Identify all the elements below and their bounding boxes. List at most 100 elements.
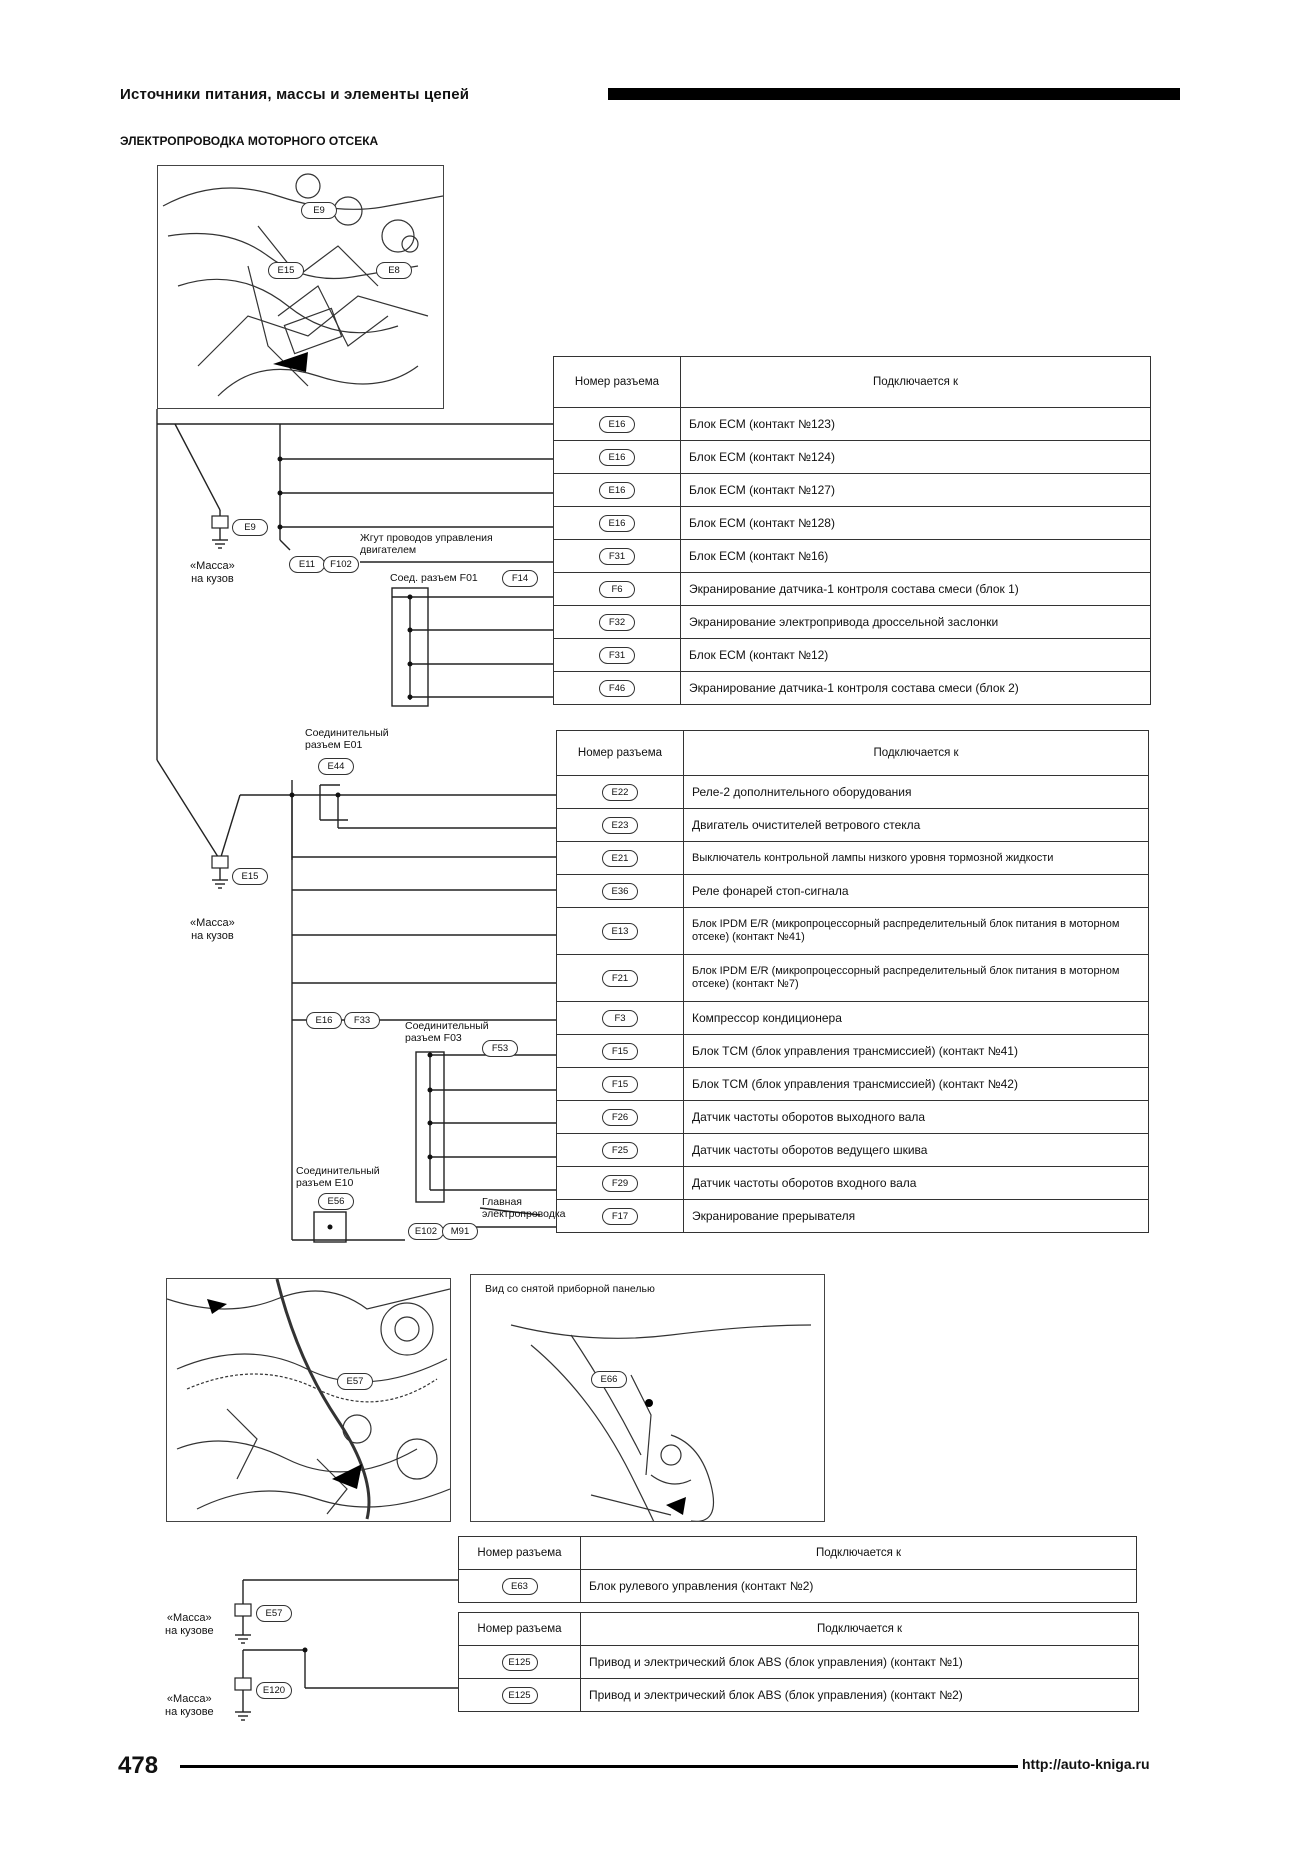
table1-header-conn: Подключается к — [680, 356, 1151, 408]
footer-url[interactable]: http://auto-kniga.ru — [1022, 1756, 1150, 1772]
table4-header-conn: Подключается к — [580, 1612, 1139, 1646]
page-number: 478 — [118, 1752, 159, 1779]
header-bar — [608, 88, 1180, 100]
table-cell: Экранирование прерывателя — [683, 1199, 1149, 1233]
table-cell: Привод и электрический блок ABS (блок уп… — [580, 1678, 1139, 1712]
table2-header-num: Номер разъема — [556, 730, 684, 776]
connector-badge: E16 — [599, 514, 635, 532]
mass-label-line1: «Масса» — [190, 917, 235, 929]
table-cell: Двигатель очистителей ветрового стекла — [683, 808, 1149, 842]
mass-label-line1: «Масса» — [190, 560, 235, 572]
table-cell: Привод и электрический блок ABS (блок уп… — [580, 1645, 1139, 1679]
table-cell: Компрессор кондиционера — [683, 1001, 1149, 1035]
connector-badge: F17 — [602, 1207, 638, 1225]
table-cell: Блок ECM (контакт №124) — [680, 440, 1151, 474]
conn-f01-badge: F14 — [502, 570, 538, 587]
connector-badge: F3 — [602, 1009, 638, 1027]
dashboard-photo-title: Вид со снятой приборной панелью — [485, 1283, 655, 1295]
dashboard-sketch — [510, 1324, 812, 1532]
table-cell: Реле фонарей стоп-сигнала — [683, 874, 1149, 908]
main-harness-label: Главная электропроводка — [482, 1196, 566, 1220]
connector-badge: E16 — [599, 448, 635, 466]
table-cell: Блок ECM (контакт №12) — [680, 638, 1151, 672]
table1-header-num: Номер разъема — [553, 356, 681, 408]
ground-badge-e120: E120 — [256, 1682, 292, 1699]
table-row: E36 Реле фонарей стоп-сигнала — [556, 874, 1149, 908]
mass-label-e57: «Масса» на кузове — [165, 1612, 214, 1638]
connector-badge: E16 — [599, 415, 635, 433]
footer-line — [180, 1765, 1018, 1768]
photo-badge-e9: E9 — [301, 202, 337, 219]
table-cell: Выключатель контрольной лампы низкого ур… — [683, 841, 1149, 875]
conn-e10-badge: E56 — [318, 1193, 354, 1210]
table-cell: Блок ECM (контакт №127) — [680, 473, 1151, 507]
table-cell: Реле-2 дополнительного оборудования — [683, 775, 1149, 809]
table-cell: Экранирование датчика-1 контроля состава… — [680, 572, 1151, 606]
mass-label-line1: «Масса» — [166, 1693, 212, 1705]
pair-badge-right: F102 — [323, 556, 359, 573]
mass-label-line2: на кузов — [191, 573, 234, 585]
pair2-badge-right: F33 — [344, 1012, 380, 1029]
table-row: F31 Блок ECM (контакт №16) — [553, 539, 1151, 573]
connector-badge: F15 — [602, 1075, 638, 1093]
table-cell: Блок ECM (контакт №16) — [680, 539, 1151, 573]
table4-header-num: Номер разъема — [458, 1612, 581, 1646]
connector-badge: E63 — [501, 1577, 538, 1595]
engine-bay-sketch-2 — [166, 1278, 451, 1520]
mass-label-mid: «Масса» на кузов — [190, 917, 235, 943]
connector-badge: F31 — [599, 646, 635, 664]
photo-badge-e8: E8 — [376, 262, 412, 279]
pair2-badge-left: E16 — [306, 1012, 342, 1029]
section-title: ЭЛЕКТРОПРОВОДКА МОТОРНОГО ОТСЕКА — [120, 134, 379, 148]
page-header-title: Источники питания, массы и элементы цепе… — [120, 86, 470, 103]
table-row: F3 Компрессор кондиционера — [556, 1001, 1149, 1035]
table-row: F31 Блок ECM (контакт №12) — [553, 638, 1151, 672]
connector-badge: F31 — [599, 547, 635, 565]
conn-e01-label: Соединительный разъем E01 — [305, 727, 389, 751]
photo-badge-e15: E15 — [268, 262, 304, 279]
table-cell: Датчик частоты оборотов ведущего шкива — [683, 1133, 1149, 1167]
conn-f03-badge: F53 — [482, 1040, 518, 1057]
connector-badge: F25 — [602, 1141, 638, 1159]
ground-badge-e9: E9 — [232, 519, 268, 536]
table3-header-num: Номер разъема — [458, 1536, 581, 1570]
table-row: F25 Датчик частоты оборотов ведущего шкив… — [556, 1133, 1149, 1167]
ground-badge-e15: E15 — [232, 868, 268, 885]
conn-f03-label: Соединительный разъем F03 — [405, 1020, 489, 1044]
connector-badge: E36 — [602, 882, 638, 900]
table-row: E16 Блок ECM (контакт №128) — [553, 506, 1151, 540]
table2-header-conn: Подключается к — [683, 730, 1149, 776]
pair3-badge-left: E102 — [408, 1223, 444, 1240]
conn-e01-badge: E44 — [318, 758, 354, 775]
table-cell: Блок IPDM E/R (микропроцессорный распред… — [683, 954, 1149, 1002]
conn-e10-label: Соединительный разъем E10 — [296, 1165, 380, 1189]
table-cell: Блок TCM (блок управления трансмиссией) … — [683, 1034, 1149, 1068]
connector-badge: F21 — [602, 969, 638, 987]
mass-label-line2: на кузове — [165, 1706, 214, 1718]
connector-badge: F6 — [599, 580, 635, 598]
engine-bay-photo-bottom-left: E57 — [166, 1278, 451, 1522]
mass-label-line1: «Масса» — [166, 1612, 212, 1624]
table-cell: Блок ECM (контакт №128) — [680, 506, 1151, 540]
mass-label-line2: на кузове — [165, 1625, 214, 1637]
table-cell: Датчик частоты оборотов выходного вала — [683, 1100, 1149, 1134]
mass-label-top: «Масса» на кузов — [190, 560, 235, 586]
harness-label: Жгут проводов управления двигателем — [360, 532, 493, 556]
connector-badge: F29 — [602, 1174, 638, 1192]
table-row: F6 Экранирование датчика-1 контроля соста… — [553, 572, 1151, 606]
